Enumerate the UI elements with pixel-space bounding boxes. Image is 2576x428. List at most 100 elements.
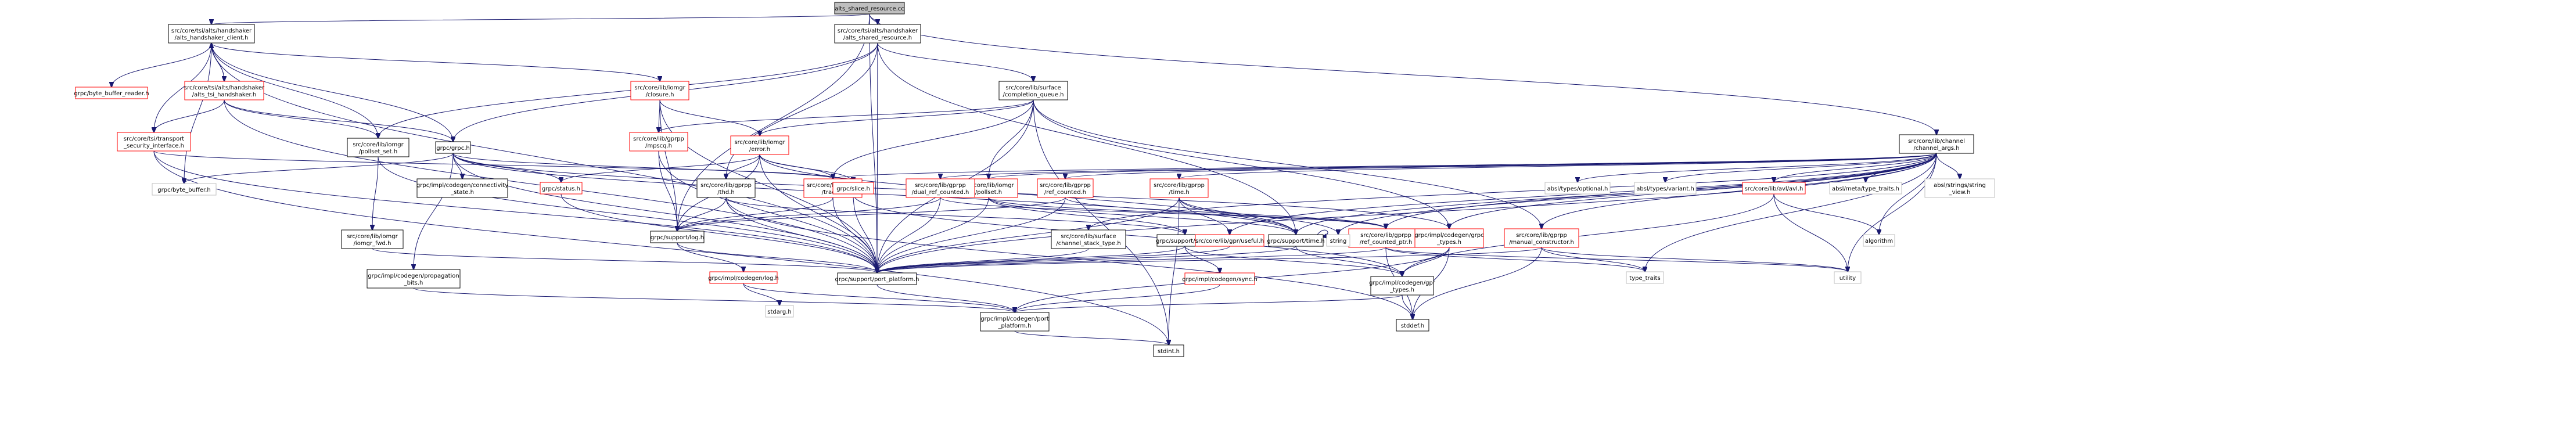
file-node-src-core-lib-iomgr-pollset-set-h[interactable]: src/core/lib/iomgr/pollset_set.h bbox=[347, 138, 409, 157]
node-box bbox=[1834, 271, 1862, 284]
node-label-line: _security_interface.h bbox=[123, 143, 184, 149]
file-node-grpc-support-log-h[interactable]: grpc/support/log.h bbox=[650, 231, 705, 243]
edge-n7-to-n41 bbox=[1033, 99, 1542, 229]
node-label-line: src/core/lib/gprpp bbox=[700, 182, 752, 189]
node-label-line: _types.h bbox=[1389, 287, 1414, 293]
file-node-grpc-impl-codegen-connectivity-state-h[interactable]: grpc/impl/codegen/connectivity_state.h bbox=[416, 178, 508, 198]
node-label-line: absl/types/variant.h bbox=[1636, 186, 1694, 192]
node-box bbox=[347, 138, 409, 157]
node-label-line: src/core/lib/iomgr bbox=[634, 85, 685, 91]
file-node-grpc-impl-codegen-propagation-bits-h[interactable]: grpc/impl/codegen/propagation_bits.h bbox=[367, 269, 461, 289]
file-node-src-core-lib-gprpp-ref-counted-ptr-h[interactable]: src/core/lib/gprpp/ref_counted_ptr.h bbox=[1348, 228, 1424, 248]
edge-n35-to-n21 bbox=[677, 197, 1066, 231]
edge-n3-to-n42 bbox=[1578, 153, 1937, 182]
file-node-src-core-lib-iomgr-iomgr-fwd-h[interactable]: src/core/lib/iomgr/iomgr_fwd.h bbox=[341, 229, 404, 249]
file-node-src-core-lib-surface-channel-stack-type-h[interactable]: src/core/lib/surface/channel_stack_type.… bbox=[1051, 229, 1126, 249]
file-node-grpc-status-h[interactable]: grpc/status.h bbox=[540, 182, 583, 195]
node-label-line: grpc/byte_buffer.h bbox=[157, 187, 210, 193]
file-node-src-core-lib-iomgr-error-h[interactable]: src/core/lib/iomgr/error.h bbox=[730, 135, 789, 155]
edge-n36-to-n39 bbox=[1179, 197, 1338, 235]
node-label-line: src/core/lib/gprpp bbox=[633, 136, 684, 142]
file-node-grpc-impl-codegen-gpr-types-h[interactable]: grpc/impl/codegen/gpr_types.h bbox=[1369, 276, 1436, 296]
file-node-src-core-lib-gpr-useful-h[interactable]: src/core/lib/gpr/useful.h bbox=[1195, 234, 1264, 247]
file-node-src-core-lib-avl-avl-h[interactable]: src/core/lib/avl/avl.h bbox=[1742, 182, 1806, 195]
node-box bbox=[1326, 234, 1350, 247]
edge-n24-to-n24 bbox=[1317, 229, 1328, 237]
node-box bbox=[184, 81, 264, 100]
edge-n44-to-n45 bbox=[1773, 193, 1879, 235]
file-node-src-core-lib-gprpp-dual-ref-counted-h[interactable]: src/core/lib/gprpp/dual_ref_counted.h bbox=[906, 178, 975, 198]
file-node-string: string bbox=[1326, 234, 1350, 247]
node-label-line: grpc/byte_buffer_reader.h bbox=[74, 91, 149, 97]
edge-n16-to-n33 bbox=[725, 197, 1413, 319]
file-node-src-core-lib-gprpp-time-h[interactable]: src/core/lib/gprpp/time.h bbox=[1149, 178, 1209, 198]
file-node-src-core-lib-channel-channel-args-h[interactable]: src/core/lib/channel/channel_args.h bbox=[1899, 134, 1974, 154]
file-node-grpc-grpc-h[interactable]: grpc/grpc.h bbox=[435, 141, 471, 154]
file-node-stdint-h[interactable]: stdint.h bbox=[1153, 344, 1184, 357]
node-label-line: stdint.h bbox=[1158, 348, 1180, 355]
file-node-grpc-byte-buffer-reader-h[interactable]: grpc/byte_buffer_reader.h bbox=[74, 87, 149, 99]
edge-n34-to-n37 bbox=[940, 197, 1386, 229]
node-box bbox=[1037, 178, 1094, 198]
file-node-src-core-lib-gprpp-thd-h[interactable]: src/core/lib/gprpp/thd.h bbox=[696, 178, 756, 198]
edge-n1-to-n9 bbox=[211, 42, 378, 138]
file-node-grpc-impl-codegen-port-platform-h[interactable]: grpc/impl/codegen/port_platform.h bbox=[980, 312, 1050, 332]
node-label-line: src/core/lib/gprpp bbox=[1516, 232, 1567, 239]
file-node-grpc-impl-codegen-log-h[interactable]: grpc/impl/codegen/log.h bbox=[708, 271, 779, 284]
edge-n35-to-n37 bbox=[1065, 197, 1386, 229]
edge-n19-to-n27 bbox=[877, 197, 989, 273]
edge-n18-to-n27 bbox=[853, 193, 877, 273]
edge-n44-to-n49 bbox=[1773, 193, 1848, 272]
file-node-src-core-tsi-transport-security-interface-h[interactable]: src/core/tsi/transport_security_interfac… bbox=[117, 132, 191, 152]
edge-n37-to-n27 bbox=[877, 247, 1386, 273]
file-node-absl-types-optional-h: absl/types/optional.h bbox=[1544, 182, 1611, 195]
node-box bbox=[152, 183, 217, 196]
node-box bbox=[709, 271, 778, 284]
edge-n0-to-n1 bbox=[211, 13, 870, 24]
edge-n23-to-n29 bbox=[1184, 246, 1402, 276]
node-box bbox=[1396, 319, 1429, 332]
node-label-line: /error.h bbox=[749, 146, 770, 153]
edge-n3-to-n19 bbox=[989, 153, 1937, 179]
file-node-grpc-support-time-h[interactable]: grpc/support/time.h bbox=[1267, 234, 1325, 247]
file-node-grpc-slice-h[interactable]: grpc/slice.h bbox=[832, 182, 874, 195]
edge-n5-to-n8 bbox=[154, 99, 225, 132]
node-label-line: /pollset.h bbox=[975, 189, 1002, 196]
file-node-src-core-lib-gprpp-ref-counted-h[interactable]: src/core/lib/gprpp/ref_counted.h bbox=[1037, 178, 1094, 198]
edge-n0-to-n21 bbox=[677, 13, 870, 231]
node-label-line: /channel_args.h bbox=[1913, 145, 1959, 152]
node-box bbox=[1634, 182, 1697, 195]
edge-n3-to-n44 bbox=[1774, 153, 1937, 182]
file-node-alts-shared-resource-cc[interactable]: alts_shared_resource.cc bbox=[834, 2, 905, 15]
edge-n31-to-n32 bbox=[1014, 330, 1169, 345]
node-label-line: _types.h bbox=[1436, 239, 1461, 246]
node-box bbox=[1051, 229, 1126, 249]
node-box bbox=[1414, 228, 1484, 248]
edge-n12-to-n24 bbox=[759, 154, 1296, 235]
node-label-line: grpc/support/log.h bbox=[651, 235, 704, 241]
edge-n35-to-n27 bbox=[877, 197, 1066, 273]
file-node-grpc-impl-codegen-grpc-types-h[interactable]: grpc/impl/codegen/grpc_types.h bbox=[1414, 228, 1484, 248]
node-box bbox=[75, 87, 148, 99]
file-node-grpc-impl-codegen-sync-h[interactable]: grpc/impl/codegen/sync.h bbox=[1182, 272, 1258, 285]
node-box bbox=[906, 178, 975, 198]
file-node-src-core-tsi-alts-handshaker-alts-shared-resource-h[interactable]: src/core/tsi/alts/handshaker/alts_shared… bbox=[834, 24, 921, 44]
file-node-grpc-support-port-platform-h[interactable]: grpc/support/port_platform.h bbox=[835, 272, 919, 285]
file-node-src-core-lib-surface-completion-queue-h[interactable]: src/core/lib/surface/completion_queue.h bbox=[998, 81, 1068, 100]
node-label-line: grpc/impl/codegen/propagation bbox=[368, 273, 459, 279]
edge-n16-to-n27 bbox=[725, 197, 877, 273]
file-node-src-core-lib-iomgr-closure-h[interactable]: src/core/lib/iomgr/closure.h bbox=[630, 81, 689, 100]
file-node-src-core-tsi-alts-handshaker-alts-handshaker-client-h[interactable]: src/core/tsi/alts/handshaker/alts_handsh… bbox=[168, 24, 255, 44]
edge-n10-to-n27 bbox=[452, 153, 877, 273]
node-label-line: src/core/lib/iomgr bbox=[734, 139, 785, 146]
file-node-stddef-h[interactable]: stddef.h bbox=[1396, 319, 1429, 332]
edge-n36-to-n32 bbox=[1169, 197, 1180, 345]
file-node-src-core-tsi-alts-handshaker-alts-tsi-handshaker-h[interactable]: src/core/tsi/alts/handshaker/alts_tsi_ha… bbox=[184, 81, 265, 100]
node-box bbox=[1544, 182, 1611, 195]
file-node-src-core-lib-gprpp-mpscq-h[interactable]: src/core/lib/gprpp/mpscq.h bbox=[629, 132, 688, 152]
edge-n3-to-n43 bbox=[1665, 153, 1937, 182]
node-label-line: src/core/tsi/alts/handshaker bbox=[838, 28, 918, 34]
node-label-line: /alts_shared_resource.h bbox=[843, 35, 912, 41]
file-node-src-core-lib-gprpp-manual-constructor-h[interactable]: src/core/lib/gprpp/manual_constructor.h bbox=[1504, 228, 1579, 248]
edge-n3-to-n27 bbox=[877, 153, 1937, 273]
